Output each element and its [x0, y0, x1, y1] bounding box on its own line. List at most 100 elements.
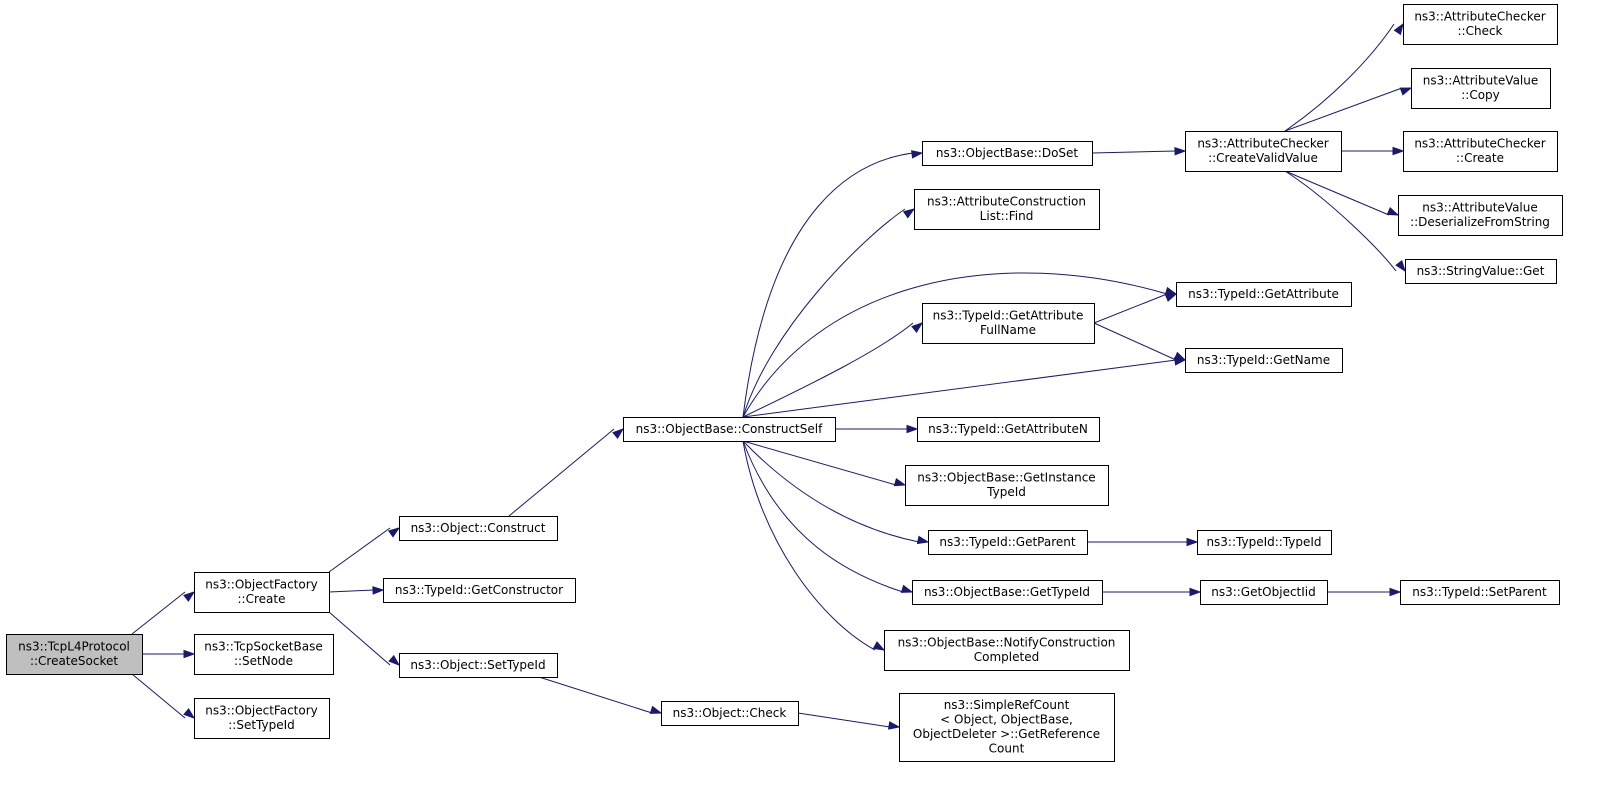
- edge-ob_doset-to-ac_createvalidvalue: [1091, 150, 1177, 154]
- node-label: ns3::ObjectBase::NotifyConstruction: [898, 636, 1116, 650]
- node-label: ns3::AttributeChecker: [1414, 10, 1545, 24]
- edge-tid_getattrfullname-to-tid_getname: [1093, 322, 1177, 361]
- node-ac-check[interactable]: ns3::AttributeChecker::Check: [1403, 4, 1558, 45]
- arrowhead-tsb_setnode: [183, 649, 196, 659]
- node-label: ns3::AttributeChecker: [1197, 137, 1328, 151]
- arrowhead-ob_gettypeid: [900, 584, 914, 593]
- node-ac-createvalidvalue[interactable]: ns3::AttributeChecker::CreateValidValue: [1185, 131, 1342, 172]
- node-label: ::Check: [1458, 24, 1503, 38]
- node-label: < Object, ObjectBase,: [940, 713, 1073, 727]
- edge-tid_getattrfullname-to-tid_getattribute: [1093, 293, 1168, 324]
- node-label: ::CreateValidValue: [1208, 151, 1318, 165]
- node-label: FullName: [980, 323, 1036, 337]
- node-box: [194, 572, 330, 613]
- node-label: ::Create: [1456, 151, 1504, 165]
- node-getobjectiid[interactable]: ns3::GetObjectIid: [1200, 580, 1328, 605]
- node-box: [399, 516, 558, 541]
- node-box: [1176, 282, 1352, 307]
- node-tid-typeid[interactable]: ns3::TypeId::TypeId: [1197, 530, 1332, 555]
- node-label: ns3::TypeId::TypeId: [1206, 535, 1321, 549]
- node-ob-doset[interactable]: ns3::ObjectBase::DoSet: [922, 141, 1093, 166]
- arrowhead-tid_getname: [1173, 351, 1187, 361]
- node-box: [194, 698, 330, 739]
- node-ob-gettypeid[interactable]: ns3::ObjectBase::GetTypeId: [912, 580, 1103, 605]
- edge-tcp_createsocket-to-of_create: [131, 591, 186, 635]
- node-label: ns3::ObjectBase::DoSet: [936, 146, 1079, 160]
- node-label: ns3::AttributeChecker: [1414, 137, 1545, 151]
- node-tid-getattributen[interactable]: ns3::TypeId::GetAttributeN: [917, 417, 1100, 442]
- node-label: ns3::TcpL4Protocol: [18, 640, 130, 654]
- node-av-deserialize[interactable]: ns3::AttributeValue::DeserializeFromStri…: [1398, 195, 1563, 236]
- node-label: ns3::TypeId::GetAttribute: [933, 309, 1084, 323]
- node-label: ns3::TypeId::GetName: [1197, 353, 1330, 367]
- node-src-getrefcount[interactable]: ns3::SimpleRefCount< Object, ObjectBase,…: [899, 693, 1115, 762]
- node-label: ns3::TypeId::SetParent: [1412, 585, 1547, 599]
- node-of-settypeid[interactable]: ns3::ObjectFactory::SetTypeId: [194, 698, 330, 739]
- node-box: [1185, 348, 1343, 373]
- node-label: ::CreateSocket: [30, 654, 118, 668]
- node-of-create[interactable]: ns3::ObjectFactory::Create: [194, 572, 330, 613]
- node-ob-constructself[interactable]: ns3::ObjectBase::ConstructSelf: [623, 417, 836, 442]
- arrowhead-src_getrefcount: [887, 721, 901, 730]
- node-label: ns3::StringValue::Get: [1417, 264, 1545, 278]
- node-tid-setparent[interactable]: ns3::TypeId::SetParent: [1400, 580, 1560, 605]
- node-label: List::Find: [980, 209, 1034, 223]
- node-box: [399, 653, 558, 678]
- call-nodes: ns3::TcpL4Protocol::CreateSocketns3::Obj…: [6, 4, 1563, 762]
- node-tid-getconstructor[interactable]: ns3::TypeId::GetConstructor: [383, 578, 576, 603]
- node-label: ::SetTypeId: [228, 718, 295, 732]
- edge-of_create-to-obj_settypeid: [328, 611, 391, 666]
- node-obj-settypeid[interactable]: ns3::Object::SetTypeId: [399, 653, 558, 678]
- node-label: ns3::ObjectFactory: [205, 704, 318, 718]
- node-ob-notifyconstruction[interactable]: ns3::ObjectBase::NotifyConstructionCompl…: [884, 630, 1130, 671]
- node-tid-getattribute[interactable]: ns3::TypeId::GetAttribute: [1176, 282, 1352, 307]
- edge-ob_constructself-to-acl_find: [742, 208, 906, 418]
- node-box: [905, 465, 1109, 506]
- node-label: ns3::AttributeValue: [1423, 74, 1539, 88]
- arrowhead-obj_construct: [387, 527, 401, 538]
- arrowhead-tid_typeid: [1186, 537, 1199, 547]
- node-label: ns3::Object::Check: [673, 706, 787, 720]
- node-obj-construct[interactable]: ns3::Object::Construct: [399, 516, 558, 541]
- node-box: [1200, 580, 1328, 605]
- edge-of_create-to-tid_getconstructor: [328, 589, 375, 593]
- node-box: [623, 417, 836, 442]
- node-box: [1411, 68, 1551, 109]
- edge-tcp_createsocket-to-of_settypeid: [131, 673, 186, 719]
- edge-of_create-to-obj_construct: [328, 527, 391, 573]
- arrowhead-ac_create: [1392, 146, 1405, 156]
- arrowhead-tid_getattrfullname: [911, 322, 924, 333]
- edge-ac_createvalidvalue-to-av_copy: [1284, 87, 1403, 132]
- node-box: [1403, 131, 1558, 172]
- edge-ob_constructself-to-tid_getname: [742, 359, 1177, 418]
- node-sv-get[interactable]: ns3::StringValue::Get: [1405, 259, 1557, 284]
- node-tid-getname[interactable]: ns3::TypeId::GetName: [1185, 348, 1343, 373]
- node-box: [661, 701, 799, 726]
- node-label: ::SetNode: [234, 654, 293, 668]
- node-box: [1398, 195, 1563, 236]
- edge-ob_constructself-to-tid_getattrfullname: [742, 322, 914, 418]
- edge-ob_constructself-to-ob_doset: [742, 152, 914, 418]
- node-ac-create[interactable]: ns3::AttributeChecker::Create: [1403, 131, 1558, 172]
- arrowhead-tid_getattribute: [1164, 293, 1178, 302]
- arrowhead-of_create: [183, 591, 196, 602]
- arrowhead-ob_getinstancetypeid: [893, 477, 907, 487]
- node-tid-getparent[interactable]: ns3::TypeId::GetParent: [928, 530, 1088, 555]
- edge-ac_createvalidvalue-to-sv_get: [1284, 170, 1397, 272]
- node-box: [928, 530, 1088, 555]
- node-av-copy[interactable]: ns3::AttributeValue::Copy: [1411, 68, 1551, 109]
- node-label: ::Create: [238, 592, 286, 606]
- node-obj-check[interactable]: ns3::Object::Check: [661, 701, 799, 726]
- node-box: [1405, 259, 1557, 284]
- node-tcp-createsocket[interactable]: ns3::TcpL4Protocol::CreateSocket: [6, 634, 143, 675]
- arrowhead-av_deserialize: [1386, 206, 1400, 216]
- node-box: [1197, 530, 1332, 555]
- call-edges: [131, 22, 1413, 730]
- node-label: TypeId: [986, 485, 1026, 499]
- node-tsb-setnode[interactable]: ns3::TcpSocketBase::SetNode: [194, 634, 334, 675]
- node-box: [899, 693, 1115, 762]
- node-box: [383, 578, 576, 603]
